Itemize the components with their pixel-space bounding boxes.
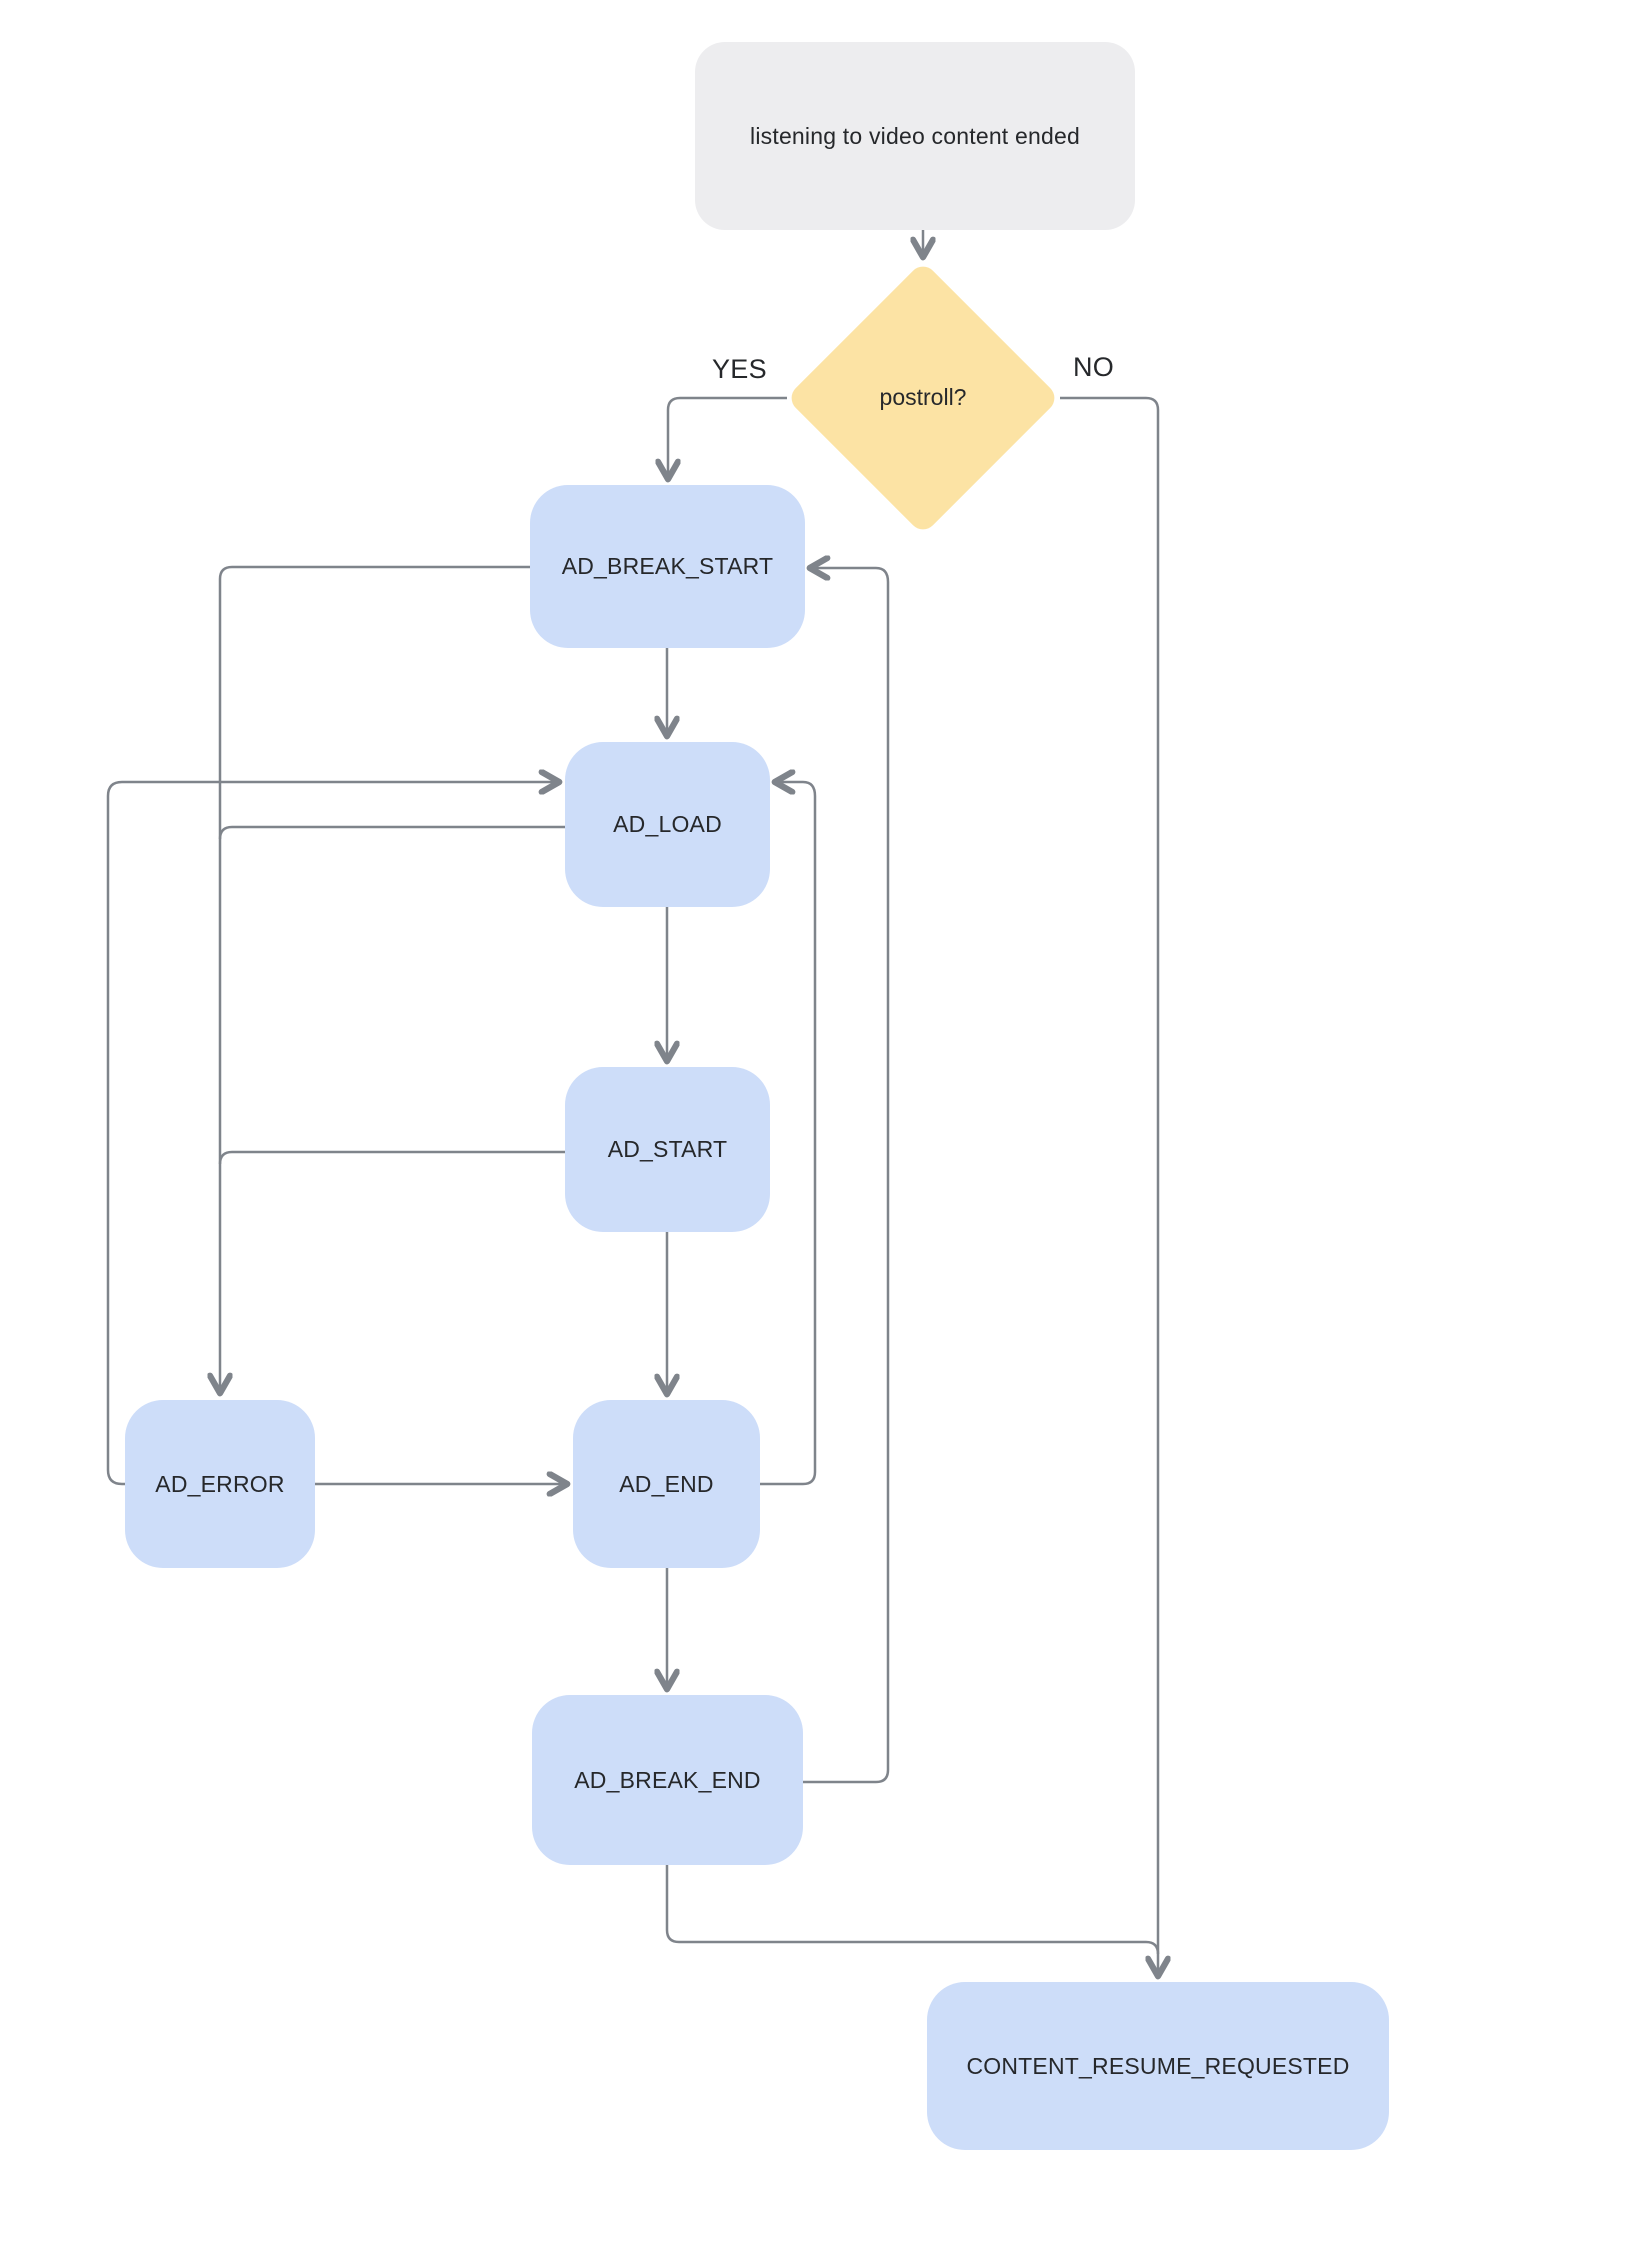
edge-ad-start-to-ad-error: [218, 1150, 565, 1165]
edge-label-no: NO: [1073, 352, 1115, 382]
edge-postroll-yes-to-ad-break-start: [668, 396, 787, 478]
edge-ad-break-end-to-ad-break-start: [803, 568, 890, 1784]
edge-postroll-no-to-content-resume-requested: [1060, 396, 1158, 1975]
node-ad-break-start: AD_BREAK_START: [530, 485, 805, 648]
edge-label-yes: YES: [712, 354, 767, 384]
edge-ad-break-start-to-ad-error: [220, 565, 530, 1392]
edge-ad-error-to-ad-load: [106, 782, 558, 1486]
node-ad-error: AD_ERROR: [125, 1400, 315, 1568]
decision-postroll-label: postroll?: [879, 384, 967, 410]
edge-ad-end-to-ad-load: [760, 782, 817, 1486]
node-ad-load: AD_LOAD: [565, 742, 770, 907]
node-listening-to-video-content-ended: listening to video content ended: [695, 42, 1135, 230]
node-ad-end: AD_END: [573, 1400, 760, 1568]
node-ad-break-end: AD_BREAK_END: [532, 1695, 803, 1865]
node-ad-start: AD_START: [565, 1067, 770, 1232]
node-content-resume-requested: CONTENT_RESUME_REQUESTED: [927, 1982, 1389, 2150]
edge-ad-load-to-ad-error: [218, 825, 565, 840]
edge-ad-break-end-to-content-resume-requested: [665, 1865, 1160, 1955]
